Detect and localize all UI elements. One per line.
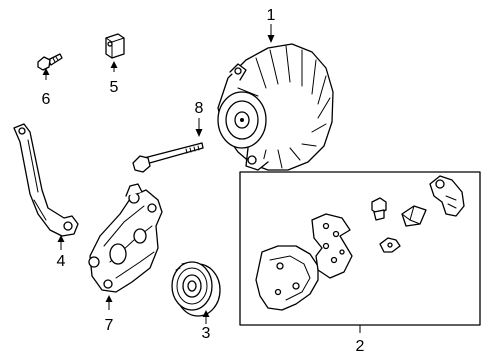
callout-6: 6 [42, 68, 51, 108]
callout-1: 1 [267, 7, 276, 43]
svg-text:3: 3 [202, 325, 211, 342]
through-bolt-icon [132, 142, 204, 173]
bolt-icon [37, 53, 63, 71]
svg-text:8: 8 [195, 100, 204, 117]
bracket-icon [88, 183, 163, 293]
pulley-icon [171, 261, 221, 317]
svg-text:2: 2 [356, 338, 365, 355]
callout-7: 7 [105, 295, 114, 334]
callout-3: 3 [202, 310, 211, 342]
svg-text:6: 6 [42, 91, 51, 108]
nut-icon [105, 33, 125, 59]
brace-icon [13, 123, 79, 237]
callout-8: 8 [195, 100, 204, 137]
svg-text:1: 1 [267, 7, 276, 24]
svg-text:7: 7 [105, 317, 114, 334]
callout-4: 4 [57, 235, 66, 270]
repair-kit-icon [255, 175, 465, 311]
svg-text:5: 5 [110, 79, 119, 96]
callout-5: 5 [110, 61, 119, 96]
alternator-icon [217, 43, 334, 171]
svg-text:4: 4 [57, 253, 66, 270]
callout-2: 2 [356, 325, 365, 355]
